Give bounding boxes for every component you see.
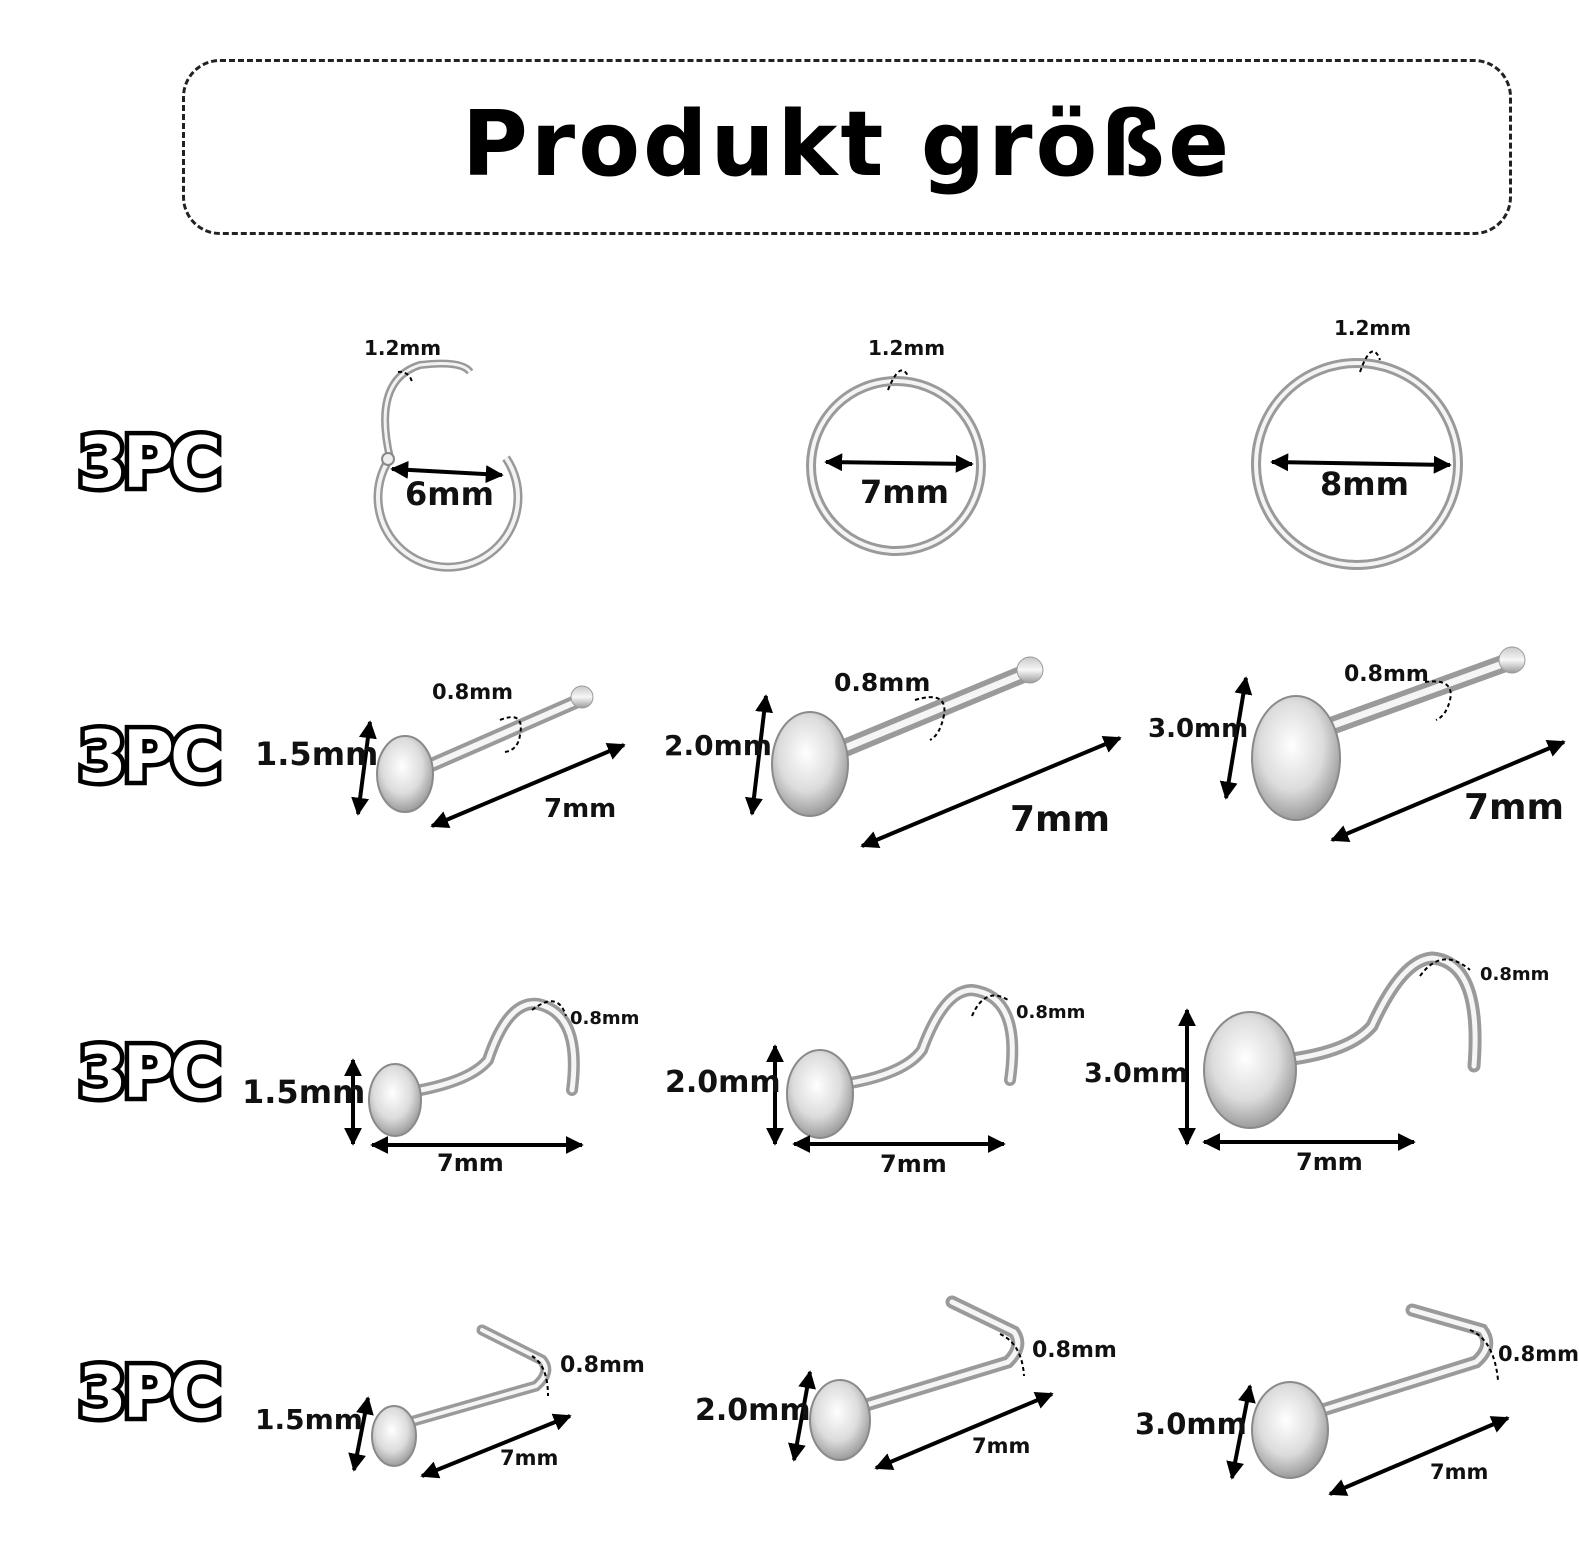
gem-size-label: 3.0mm <box>1084 1058 1189 1089</box>
wire-gauge-label: 0.8mm <box>560 1353 645 1378</box>
thickness-label: 1.2mm <box>364 336 442 360</box>
screw-stud-3 <box>1203 951 1482 1129</box>
wire-mark-r2-3 <box>1424 680 1452 721</box>
diameter-label: 8mm <box>1320 465 1409 503</box>
wire-gauge-label: 0.8mm <box>1480 964 1550 985</box>
l-shape-stud-3 <box>1251 1303 1494 1479</box>
quantity-badge-screw-studs: 3PC <box>73 1032 225 1114</box>
thickness-mark-hoop-3 <box>1359 350 1381 373</box>
dim-arrow-length-r4-3 <box>1328 1416 1510 1496</box>
title-box: Produkt größe <box>182 59 1512 235</box>
hoop-ring-3 <box>1251 358 1463 570</box>
wire-gauge-label: 0.8mm <box>1032 1338 1117 1363</box>
dim-arrow-length-r2-3 <box>1330 740 1566 842</box>
straight-stud-3 <box>1251 646 1526 821</box>
wire-mark-r2-2 <box>914 696 946 741</box>
wire-mark-r2-1 <box>499 716 522 753</box>
hoop-ring-2 <box>806 376 986 556</box>
gem-size-label: 1.5mm <box>242 1073 366 1111</box>
quantity-badge-hoops: 3PC <box>73 422 225 504</box>
page-title: Produkt größe <box>461 92 1233 197</box>
dim-arrow-length-r2-2 <box>860 735 1122 849</box>
gem-size-label: 2.0mm <box>665 1065 781 1100</box>
dim-arrow-length-r4-1 <box>420 1413 572 1479</box>
wire-mark-r4-2 <box>999 1333 1025 1377</box>
thickness-label: 1.2mm <box>1334 316 1412 340</box>
gem-size-label: 3.0mm <box>1135 1407 1247 1441</box>
screw-stud-2 <box>786 983 1019 1139</box>
gem-size-label: 2.0mm <box>695 1393 811 1428</box>
wire-gauge-label: 0.8mm <box>432 680 513 704</box>
length-label: 7mm <box>1010 799 1111 840</box>
diameter-label: 7mm <box>860 473 949 511</box>
wire-gauge-label: 0.8mm <box>834 668 931 697</box>
dim-arrow-hoop-1 <box>390 460 504 484</box>
dim-arrow-gem-r4-2 <box>788 1370 816 1462</box>
dim-arrow-gem-r2-3 <box>1219 676 1253 800</box>
wire-gauge-label: 0.8mm <box>570 1008 640 1029</box>
gem-size-label: 3.0mm <box>1148 714 1249 744</box>
thickness-label: 1.2mm <box>868 336 946 360</box>
wire-gauge-label: 0.8mm <box>1498 1342 1579 1366</box>
length-label: 7mm <box>1296 1148 1363 1176</box>
dim-arrow-hoop-2 <box>824 453 974 473</box>
dim-arrow-gem-r4-3 <box>1226 1384 1256 1480</box>
hoop-ring-1 <box>373 359 523 572</box>
quantity-badge-straight-studs: 3PC <box>73 716 225 798</box>
length-label: 7mm <box>1464 787 1565 828</box>
length-label: 7mm <box>1430 1460 1489 1484</box>
thickness-mark-hoop-2 <box>887 369 909 391</box>
length-label: 7mm <box>972 1434 1031 1458</box>
gem-size-label: 1.5mm <box>255 1403 363 1436</box>
dim-arrow-gem-r2-1 <box>351 720 377 816</box>
gem-size-label: 2.0mm <box>664 729 772 762</box>
dim-arrow-length-r4-2 <box>874 1391 1054 1471</box>
gem-size-label: 1.5mm <box>255 735 379 773</box>
thickness-mark-hoop-1 <box>397 370 414 385</box>
wire-mark-r3-1 <box>531 1000 567 1017</box>
wire-gauge-label: 0.8mm <box>1016 1002 1086 1023</box>
dim-arrow-gem-r2-2 <box>744 694 774 816</box>
quantity-badge-l-shape-studs: 3PC <box>73 1352 225 1434</box>
dim-arrow-gem-r4-1 <box>348 1396 374 1472</box>
wire-gauge-label: 0.8mm <box>1344 662 1429 687</box>
length-label: 7mm <box>437 1149 504 1177</box>
wire-mark-r4-1 <box>531 1355 549 1397</box>
l-shape-stud-2 <box>809 1295 1025 1461</box>
screw-stud-1 <box>368 997 580 1137</box>
wire-mark-r3-2 <box>971 994 1009 1017</box>
length-label: 7mm <box>880 1150 947 1178</box>
dim-arrow-length-r2-1 <box>430 743 626 828</box>
dim-arrow-hoop-3 <box>1270 453 1452 474</box>
wire-mark-r3-3 <box>1419 958 1471 977</box>
diameter-label: 6mm <box>405 475 494 513</box>
length-label: 7mm <box>544 794 617 824</box>
length-label: 7mm <box>500 1446 559 1470</box>
